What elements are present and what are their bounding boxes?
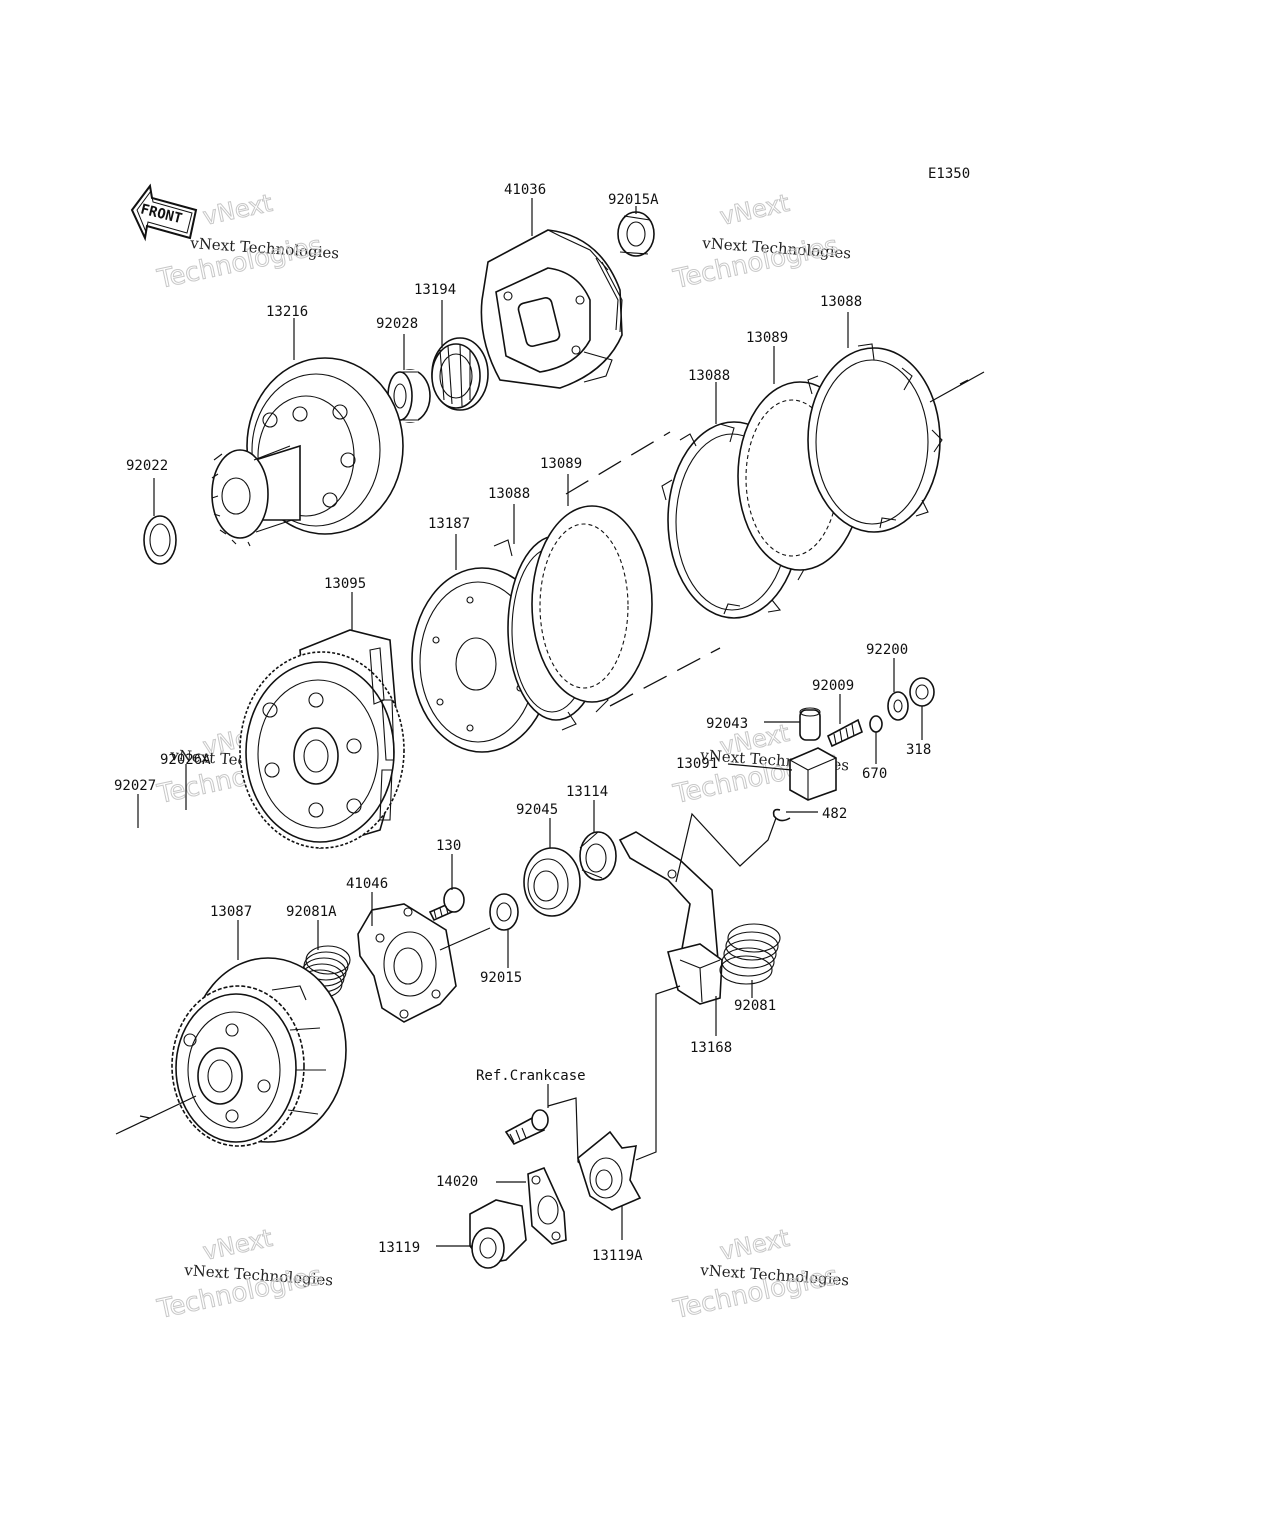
cam-13119 — [469, 1199, 527, 1269]
label-92015a: 92015A — [608, 192, 659, 208]
washer-92022 — [143, 515, 177, 565]
diagram-code: E1350 — [928, 166, 970, 182]
svg-text:vNext: vNext — [717, 1224, 791, 1266]
nut-92015 — [489, 893, 519, 931]
leader-lines — [137, 198, 923, 1247]
spring-92081 — [719, 923, 781, 985]
label-482: 482 — [822, 806, 847, 822]
label-13216: 13216 — [266, 304, 308, 320]
nut-318 — [909, 677, 935, 707]
front-arrow-icon: FRONT — [130, 183, 198, 242]
label-318: 318 — [906, 742, 931, 758]
label-92045: 92045 — [516, 802, 558, 818]
label-130: 130 — [436, 838, 461, 854]
one-way-bearing — [431, 337, 489, 411]
label-92015: 92015 — [480, 970, 522, 986]
label-13088-a: 13088 — [820, 294, 862, 310]
label-13091: 13091 — [676, 756, 718, 772]
svg-text:vNext: vNext — [200, 189, 274, 231]
axis-arrow — [929, 371, 985, 403]
label-92081a: 92081A — [286, 904, 337, 920]
label-92009: 92009 — [812, 678, 854, 694]
washer-92200 — [887, 691, 909, 721]
label-13088-b: 13088 — [688, 368, 730, 384]
label-13089-b: 13089 — [540, 456, 582, 472]
plate-14020 — [527, 1166, 567, 1245]
circlip-482 — [772, 808, 791, 822]
o-ring-670 — [869, 715, 883, 733]
clutch-hub-gear — [239, 629, 405, 850]
svg-text:vNext: vNext — [717, 189, 791, 231]
label-13087: 13087 — [210, 904, 252, 920]
label-13187: 13187 — [428, 516, 470, 532]
watermark-bottom-left: vNext vNext Technologies Technologies — [154, 1223, 334, 1325]
primary-driven-gear — [115, 957, 347, 1147]
label-41046: 41046 — [346, 876, 388, 892]
crankcase-stud — [504, 1097, 589, 1171]
collar-92028 — [387, 369, 431, 423]
guide-line — [609, 647, 721, 707]
label-670: 670 — [862, 766, 887, 782]
watermark-bottom-right: vNext vNext Technologies Technologies — [670, 1223, 850, 1325]
clutch-shoe-assembly — [480, 229, 623, 389]
watermark-top-left: vNext vNext Technologies Technologies — [154, 188, 340, 295]
label-92200: 92200 — [866, 642, 908, 658]
label-13168: 13168 — [690, 1040, 732, 1056]
clutch-drum — [211, 357, 404, 547]
friction-plate-13088-a — [807, 343, 943, 533]
label-13095: 13095 — [324, 576, 366, 592]
guide-line — [565, 431, 671, 495]
label-13089-a: 13089 — [746, 330, 788, 346]
label-13194: 13194 — [414, 282, 456, 298]
label-92022: 92022 — [126, 458, 168, 474]
bolt-130 — [428, 887, 465, 922]
steel-plate-13089-b — [531, 505, 653, 703]
adjuster-13091 — [789, 747, 837, 801]
screw-92009 — [826, 718, 863, 748]
label-13114: 13114 — [566, 784, 608, 800]
release-lever — [618, 831, 723, 1005]
label-92026a: 92026A — [160, 752, 211, 768]
lever-cam-13119a — [577, 985, 681, 1211]
label-13119: 13119 — [378, 1240, 420, 1256]
label-92027: 92027 — [114, 778, 156, 794]
label-13119a: 13119A — [592, 1248, 643, 1264]
bearing-92045 — [523, 847, 581, 917]
label-92081: 92081 — [734, 998, 776, 1014]
pin-92043 — [799, 707, 821, 741]
watermark-top-right: vNext vNext Technologies Technologies — [670, 188, 852, 295]
part-labels: 41036 92015A 13194 92028 13216 13088 130… — [114, 182, 931, 1264]
label-ref-crankcase: Ref.Crankcase — [476, 1068, 586, 1084]
label-92043: 92043 — [706, 716, 748, 732]
label-92028: 92028 — [376, 316, 418, 332]
label-13088-c: 13088 — [488, 486, 530, 502]
lifter-41046 — [357, 903, 491, 1023]
collar-13114 — [579, 831, 617, 881]
label-14020: 14020 — [436, 1174, 478, 1190]
nut-92015a — [617, 211, 655, 257]
label-41036: 41036 — [504, 182, 546, 198]
svg-text:vNext: vNext — [200, 1224, 274, 1266]
